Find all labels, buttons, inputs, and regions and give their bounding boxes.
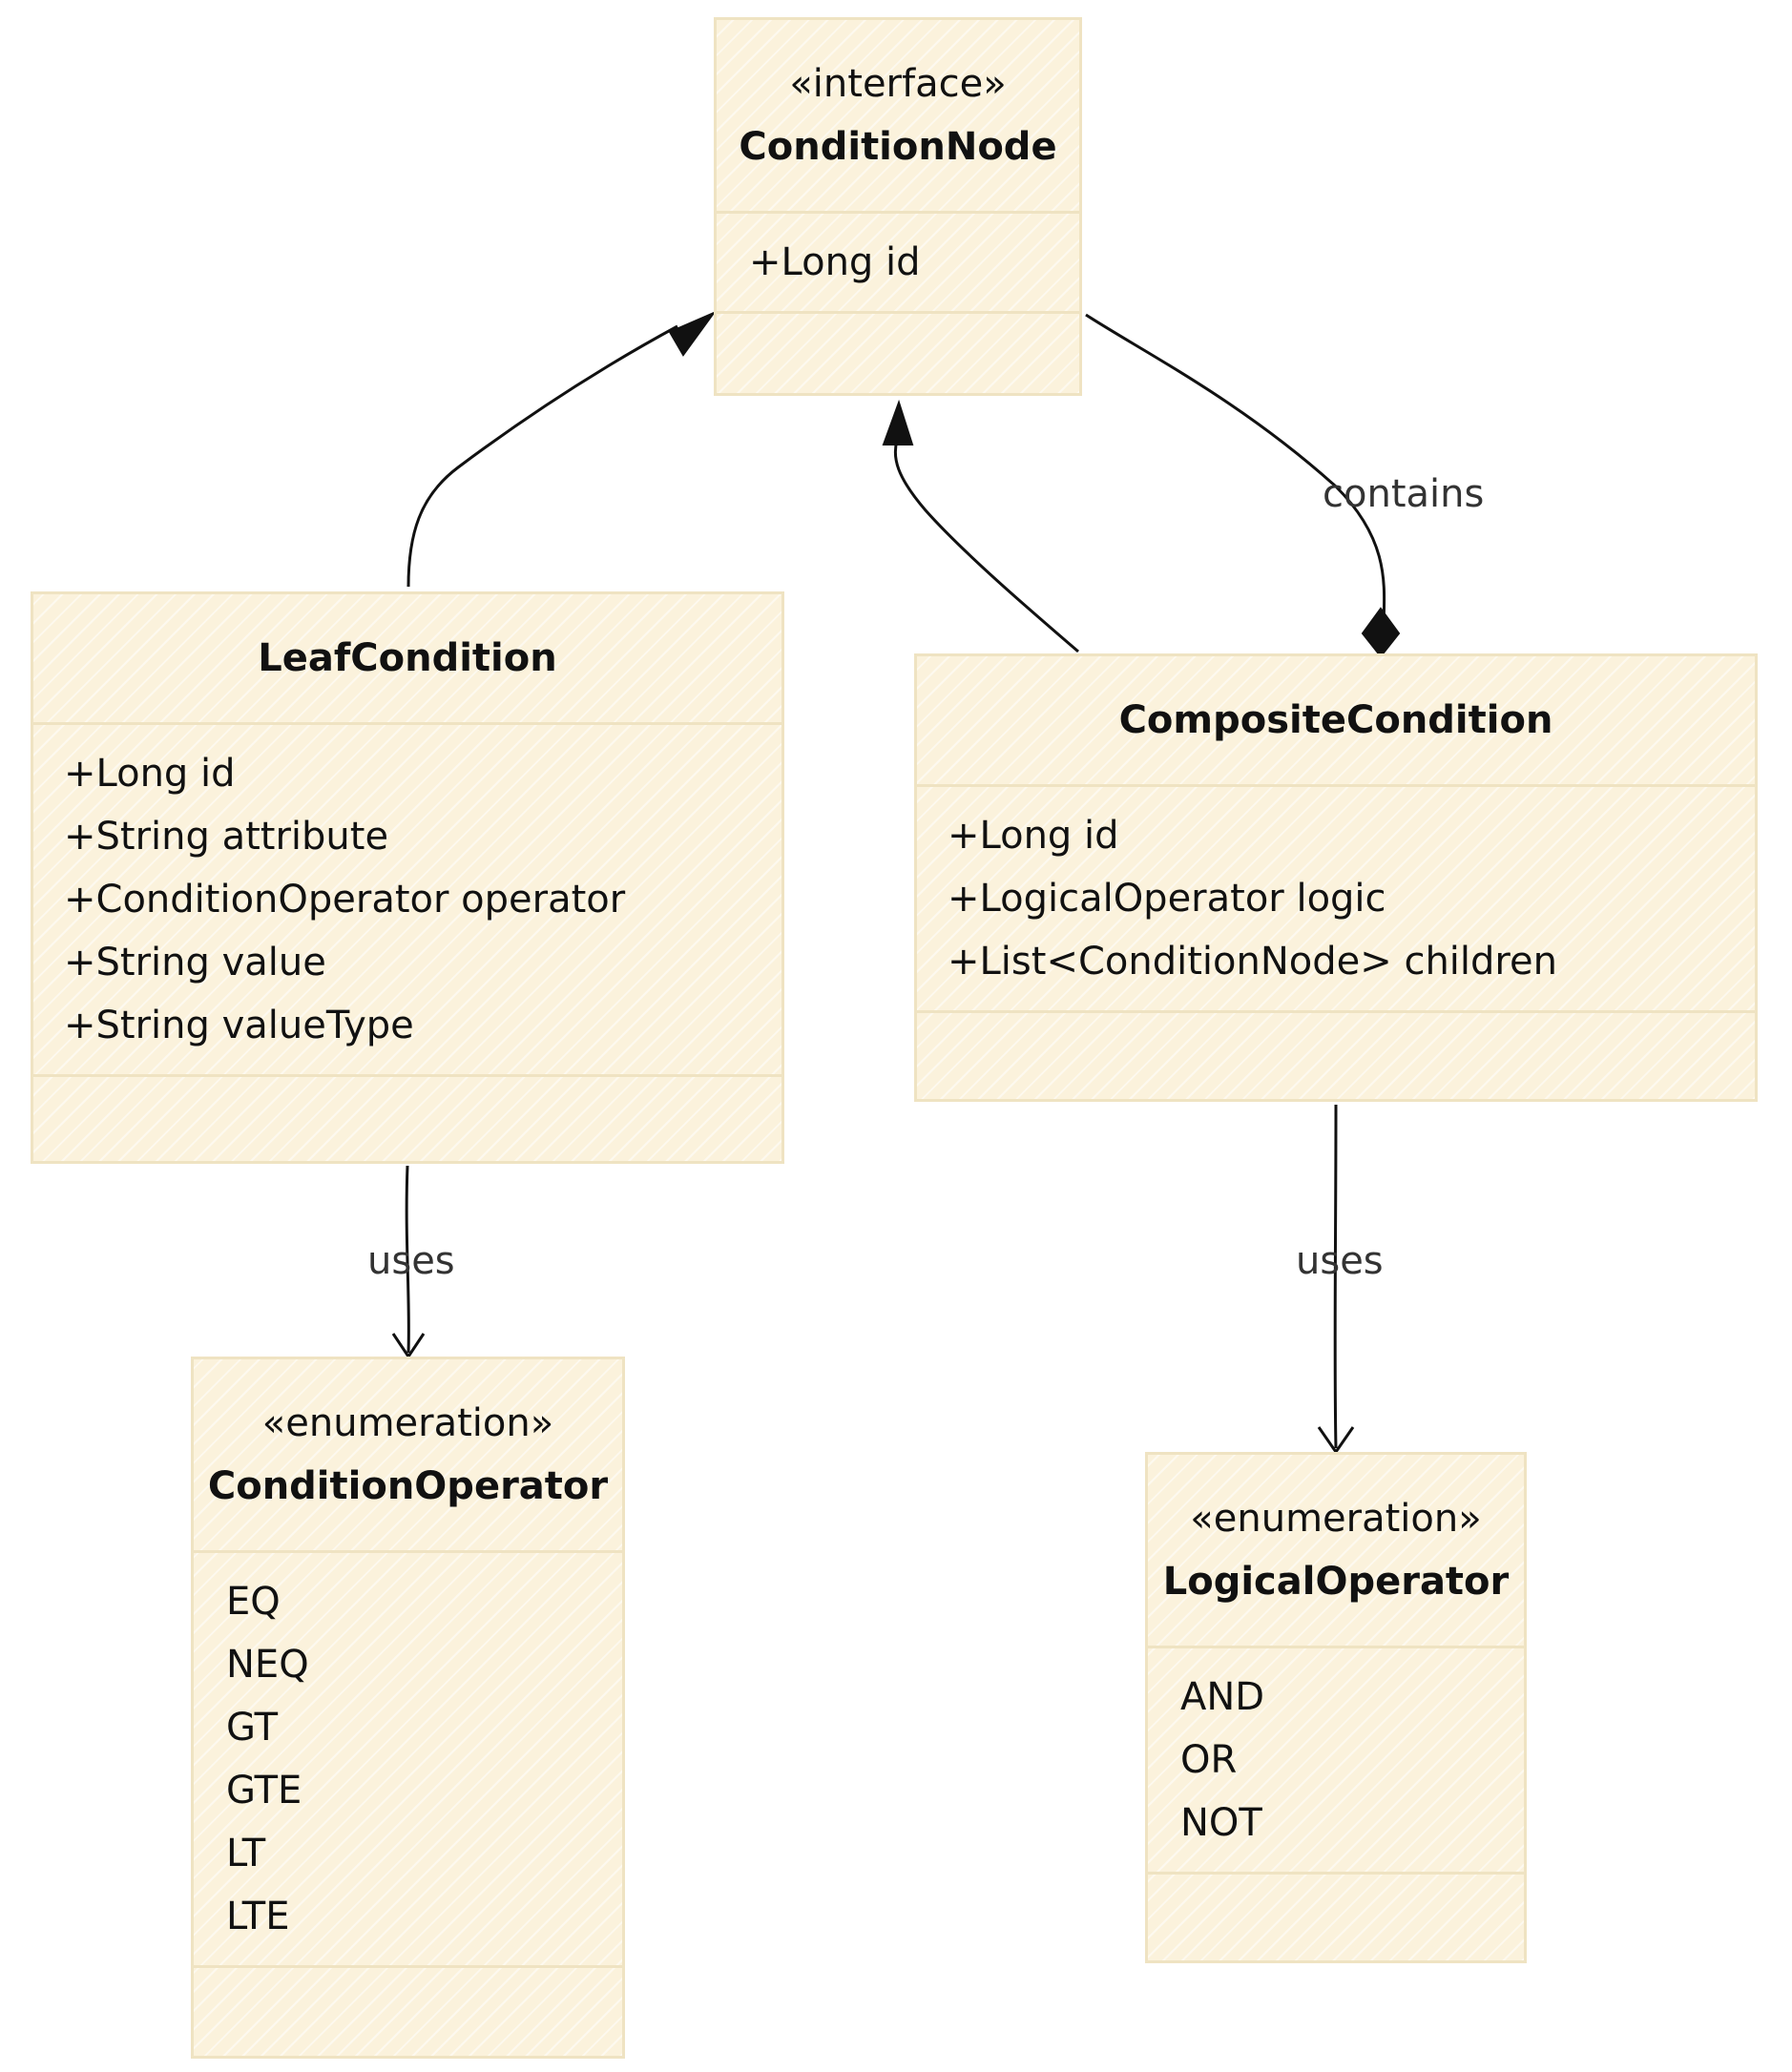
uses-label-leaf: uses (367, 1239, 455, 1283)
inheritance-arrowhead-leaf (668, 310, 717, 357)
leaf-uses-edge (405, 1165, 410, 1354)
inheritance-arrowhead-composite (882, 399, 914, 445)
enum-value: LT (226, 1832, 266, 1875)
class-header: LeafCondition (33, 594, 781, 725)
composite-inherits-edge (893, 440, 1079, 653)
attribute-list: +Long id (717, 214, 1079, 314)
attribute-list: +Long id +String attribute +ConditionOpe… (33, 725, 781, 1077)
attribute: +Long id (64, 752, 236, 796)
composition-diamond (1361, 607, 1401, 658)
method-section (194, 1968, 622, 2056)
method-section (1148, 1875, 1524, 1960)
attribute: +Long id (948, 814, 1119, 858)
condition-operator-enum[interactable]: «enumeration» ConditionOperator EQ NEQ G… (191, 1357, 625, 2059)
leaf-inherits-edge (406, 324, 678, 588)
attribute: +ConditionOperator operator (64, 878, 626, 922)
contains-edge (1085, 313, 1386, 631)
attribute: +String attribute (64, 815, 389, 859)
method-section (917, 1013, 1755, 1099)
class-name: LogicalOperator (1162, 1560, 1510, 1604)
attribute: +Long id (749, 240, 921, 284)
stereotype-label: «enumeration» (261, 1401, 554, 1445)
attribute: +List<ConditionNode> children (948, 940, 1557, 984)
method-section (33, 1077, 781, 1161)
leaf-condition-class[interactable]: LeafCondition +Long id +String attribute… (31, 591, 784, 1164)
attribute: +LogicalOperator logic (948, 877, 1386, 921)
attribute-list: +Long id +LogicalOperator logic +List<Co… (917, 787, 1755, 1013)
contains-label: contains (1323, 472, 1485, 516)
enum-value: AND (1180, 1675, 1265, 1719)
logical-operator-enum[interactable]: «enumeration» LogicalOperator AND OR NOT (1145, 1452, 1527, 1963)
class-header: «enumeration» LogicalOperator (1148, 1455, 1524, 1648)
attribute: +String value (64, 941, 326, 984)
stereotype-label: «interface» (789, 62, 1007, 106)
composite-condition-class[interactable]: CompositeCondition +Long id +LogicalOper… (914, 653, 1758, 1102)
enum-value-list: AND OR NOT (1148, 1648, 1524, 1875)
class-header: «enumeration» ConditionOperator (194, 1359, 622, 1553)
uses-label-composite: uses (1296, 1239, 1384, 1283)
class-name: CompositeCondition (1118, 698, 1553, 742)
class-name: ConditionOperator (207, 1464, 609, 1508)
enum-value: OR (1180, 1738, 1238, 1782)
enum-value: NEQ (226, 1643, 309, 1687)
stereotype-label: «enumeration» (1190, 1497, 1482, 1541)
class-header: CompositeCondition (917, 656, 1755, 787)
condition-node-class[interactable]: «interface» ConditionNode +Long id (714, 17, 1082, 396)
enum-value-list: EQ NEQ GT GTE LT LTE (194, 1553, 622, 1968)
attribute: +String valueType (64, 1004, 414, 1047)
enum-value: LTE (226, 1895, 290, 1938)
enum-value: NOT (1180, 1801, 1262, 1845)
enum-value: EQ (226, 1580, 281, 1624)
class-name: LeafCondition (258, 636, 557, 680)
enum-value: GT (226, 1706, 279, 1750)
class-name: ConditionNode (739, 125, 1057, 169)
class-header: «interface» ConditionNode (717, 20, 1079, 214)
method-section (717, 314, 1079, 393)
composite-uses-edge (1333, 1104, 1338, 1449)
enum-value: GTE (226, 1769, 302, 1813)
